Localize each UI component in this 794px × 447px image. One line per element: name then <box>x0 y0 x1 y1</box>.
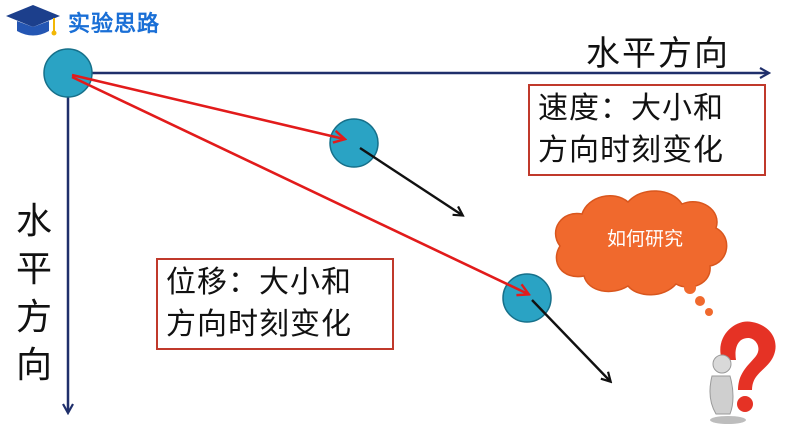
question-mark-figure-icon <box>709 321 776 424</box>
thought-cloud-text: 如何研究 <box>606 228 683 250</box>
ball-middle <box>329 118 379 168</box>
ball-start <box>43 48 93 98</box>
displacement-note-line-2: 方向时刻变化 <box>166 307 352 342</box>
horizontal-axis-label: 水平方向 <box>586 34 730 74</box>
velocity-note-line-1: 速度：大小和 <box>538 91 724 126</box>
displacement-note-box: 位移：大小和 方向时刻变化 <box>156 258 394 350</box>
displacement-arrow-2 <box>71 75 528 294</box>
page-title: 实验思路 <box>68 12 161 37</box>
velocity-arrow-1 <box>359 146 462 215</box>
displacement-arrow-1 <box>71 73 344 139</box>
thought-cloud <box>554 190 728 316</box>
velocity-note-line-2: 方向时刻变化 <box>538 133 724 168</box>
velocity-arrow-2 <box>531 299 610 381</box>
graduation-cap-icon <box>6 5 60 36</box>
vertical-axis-label: 水 平 方 向 <box>15 201 52 386</box>
ball-lower <box>502 273 552 323</box>
displacement-note-line-1: 位移：大小和 <box>166 265 352 300</box>
velocity-note-box: 速度：大小和 方向时刻变化 <box>528 84 766 176</box>
header: 实验思路 <box>0 0 260 44</box>
